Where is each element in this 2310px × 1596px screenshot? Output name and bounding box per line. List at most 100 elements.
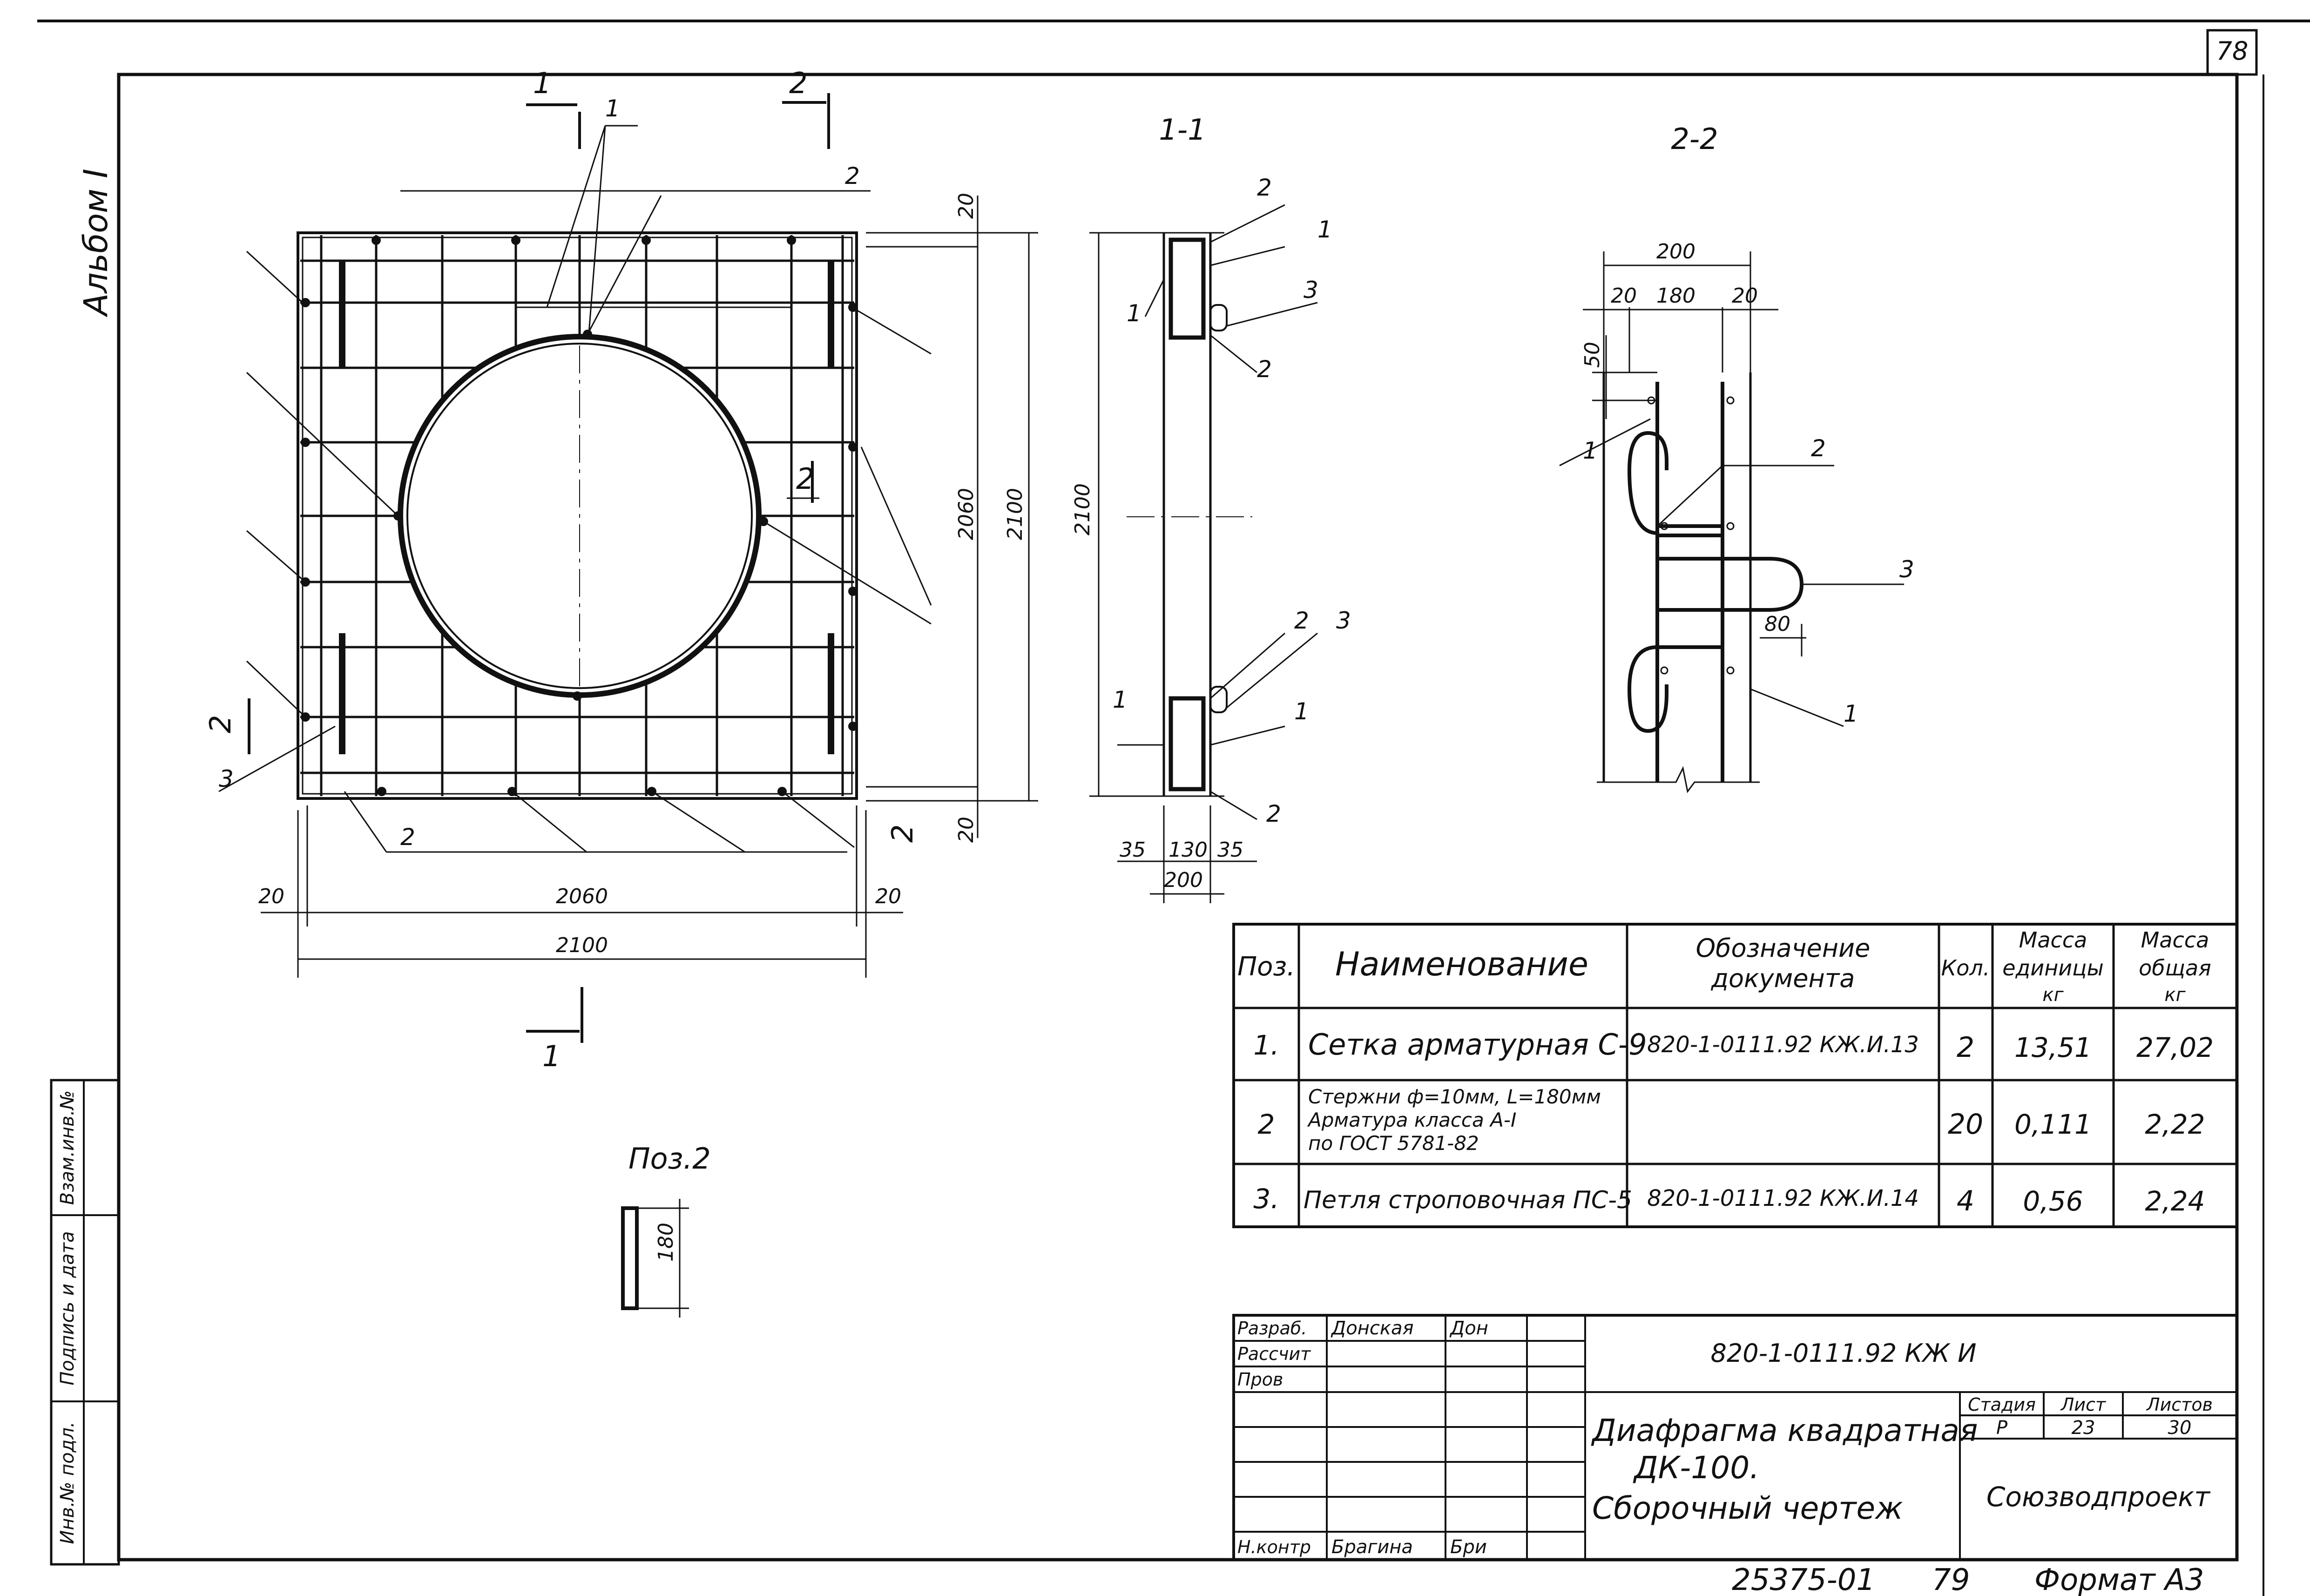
section-1-1-callout-2-top: 2	[1257, 174, 1272, 201]
spec-row-1-pos: 1.	[1253, 1029, 1279, 1061]
section-2-2-dim-200: 200	[1656, 240, 1695, 264]
side-stamp-signature: Подпись и дата	[57, 1231, 78, 1385]
plan-callout-2-bottom: 2	[400, 824, 415, 851]
plan-dim-20-left: 20	[258, 885, 284, 908]
pos2-detail	[621, 1199, 689, 1318]
spec-header-doc-line1: Обозначение	[1696, 933, 1871, 963]
spec-row-1-total: 27,02	[2136, 1032, 2214, 1063]
title-block	[1232, 1314, 2238, 1561]
title-block-signature: Бри	[1450, 1536, 1487, 1558]
footer-format: Формат А3	[2034, 1563, 2204, 1596]
spec-row-2-total: 2,22	[2145, 1109, 2205, 1140]
plan-dim-20-top: 20	[954, 193, 978, 219]
section-1-1-callout-1-lower: 1	[1294, 698, 1309, 725]
section-2-2-callout-2: 2	[1811, 435, 1826, 462]
section-2-2-dim-20-left: 20	[1611, 284, 1637, 308]
title-block-sheet: 23	[2072, 1417, 2095, 1439]
spec-header-total-mass-2: общая	[2139, 955, 2211, 981]
plan-section-1-marker: 1	[533, 66, 551, 100]
title-block-role: Пров	[1237, 1369, 1283, 1390]
section-2-2-dim-20-right: 20	[1732, 284, 1758, 308]
spec-header-total-mass-3: кг	[2164, 984, 2186, 1006]
section-2-2-title: 2-2	[1671, 122, 1718, 156]
title-block-signature: Дон	[1449, 1318, 1488, 1339]
plan-view	[218, 93, 1038, 1043]
section-1-1-dim-130: 130	[1169, 838, 1208, 862]
plan-section-2-marker-top: 2	[789, 66, 807, 100]
section-1-1-callout-1-left: 1	[1127, 300, 1141, 327]
title-block-organization: Союзводпроект	[1986, 1481, 2211, 1513]
title-block-title-line2: ДК-100.	[1633, 1450, 1759, 1486]
spec-row-2-name-line2: Арматура класса А-I	[1307, 1109, 1516, 1131]
title-block-name: Брагина	[1331, 1536, 1413, 1558]
section-2-2-dim-180: 180	[1656, 284, 1695, 308]
section-1-1-dim-2100: 2100	[1071, 483, 1094, 535]
spec-row-3-unit: 0,56	[2023, 1185, 2083, 1217]
section-2-2-dim-50: 50	[1581, 342, 1604, 368]
plan-section-1-marker-bottom: 1	[542, 1039, 561, 1073]
plan-dim-2100-vertical: 2100	[1003, 488, 1027, 540]
spec-header-total-mass-1: Масса	[2141, 927, 2209, 953]
album-label: Альбом I	[77, 169, 115, 318]
spec-row-3-doc: 820-1-0111.92 КЖ.И.14	[1647, 1185, 1919, 1211]
section-2-2-callout-1-top: 1	[1583, 437, 1598, 464]
plan-section-2-marker-left: 2	[203, 715, 237, 733]
pos2-dim-180: 180	[654, 1223, 678, 1262]
section-1-1-dim-35-left: 35	[1120, 838, 1146, 862]
title-block-doc-code: 820-1-0111.92 КЖ И	[1711, 1339, 1977, 1368]
spec-row-3-qty: 4	[1957, 1185, 1974, 1217]
spec-row-1-name: Сетка арматурная С-9	[1308, 1028, 1647, 1062]
section-1-1-callout-1-lower-left: 1	[1113, 686, 1128, 713]
section-1-1-callout-2-bottom: 2	[1266, 800, 1281, 827]
title-block-role: Разраб.	[1237, 1318, 1307, 1339]
section-1-1-callout-3-lower: 3	[1336, 607, 1351, 634]
section-2-2	[1559, 251, 1904, 793]
spec-row-3-total: 2,24	[2145, 1185, 2205, 1217]
title-block-role: Н.контр	[1237, 1537, 1311, 1557]
plan-section-2-marker-mid: 2	[796, 462, 814, 496]
title-block-title-line1: Диафрагма квадратная	[1591, 1413, 1978, 1448]
title-block-stage: Р	[1996, 1417, 2008, 1439]
title-block-name: Донская	[1331, 1318, 1414, 1339]
sheet-frame	[37, 20, 2310, 1596]
spec-row-2-qty: 20	[1948, 1108, 1983, 1141]
spec-header-unit-mass-3: кг	[2042, 984, 2064, 1006]
spec-row-3-pos: 3.	[1253, 1183, 1279, 1215]
spec-header-doc-line2: документа	[1711, 964, 1855, 993]
spec-header-qty: Кол.	[1941, 955, 1990, 981]
spec-header-pos: Поз.	[1237, 952, 1295, 982]
side-stamp-replaced: Взам.инв.№	[57, 1090, 78, 1205]
spec-row-3-name: Петля строповочная ПС-5	[1304, 1186, 1632, 1214]
section-2-2-callout-1-bottom: 1	[1844, 700, 1858, 727]
side-stamp-inventory: Инв.№ подл.	[57, 1421, 78, 1544]
plan-section-2-marker-right: 2	[885, 825, 919, 843]
plan-dim-2100-horizontal: 2100	[556, 933, 608, 957]
section-1-1-callout-1-top: 1	[1317, 216, 1332, 243]
footer-inventory: 25375-01	[1732, 1563, 1875, 1596]
section-2-2-callout-3: 3	[1899, 556, 1914, 583]
section-1-1-dim-35-right: 35	[1217, 838, 1243, 862]
section-1-1-callout-2-mid: 2	[1257, 356, 1272, 383]
title-block-sheets-label: Листов	[2146, 1394, 2213, 1415]
spec-row-1-qty: 2	[1957, 1031, 1974, 1064]
plan-dim-20-right: 20	[875, 885, 901, 908]
title-block-role: Рассчит	[1237, 1344, 1311, 1364]
plan-callout-3: 3	[219, 765, 234, 792]
spec-table	[1232, 923, 2238, 1228]
pos2-title: Поз.2	[628, 1142, 711, 1176]
spec-row-2-pos: 2	[1258, 1109, 1275, 1140]
side-stamp	[50, 1079, 120, 1566]
plan-dim-20-bottom: 20	[954, 817, 978, 843]
spec-row-2-unit: 0,111	[2014, 1109, 2092, 1140]
spec-row-1-doc: 820-1-0111.92 КЖ.И.13	[1647, 1032, 1919, 1058]
plan-callout-1: 1	[605, 95, 620, 122]
title-block-stage-label: Стадия	[1968, 1394, 2036, 1415]
footer-number: 79	[1932, 1563, 1970, 1596]
section-2-2-dim-80: 80	[1764, 612, 1790, 636]
section-1-1	[1089, 204, 1318, 903]
spec-header-unit-mass-1: Масса	[2019, 927, 2087, 953]
title-block-title-line3: Сборочный чертеж	[1592, 1490, 1903, 1526]
section-1-1-callout-3-top: 3	[1304, 277, 1318, 304]
